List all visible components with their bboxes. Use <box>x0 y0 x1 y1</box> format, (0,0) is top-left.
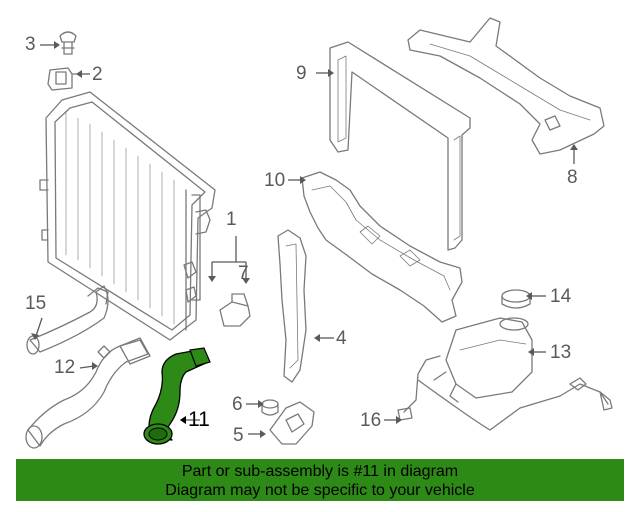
callout-12: 12 <box>54 357 76 378</box>
callout-10: 10 <box>264 170 286 191</box>
coolant-hose-part-11 <box>143 347 211 445</box>
callout-8: 8 <box>567 167 578 188</box>
callout-5: 5 <box>233 425 244 446</box>
banner-line-1: Part or sub-assembly is #11 in diagram <box>181 463 459 480</box>
level-sensor-harness <box>397 355 613 431</box>
callout-7: 7 <box>238 263 249 284</box>
radiator-plug <box>47 67 81 91</box>
side-air-deflector <box>277 229 307 383</box>
lower-hose <box>25 337 151 449</box>
bleed-screw <box>59 31 77 55</box>
part-notice-banner: Part or sub-assembly is #11 in diagram D… <box>16 459 624 501</box>
callout-6: 6 <box>232 394 243 415</box>
radiator-assembly-diagram <box>25 17 613 449</box>
callout-9: 9 <box>296 63 307 84</box>
callout-3: 3 <box>25 34 36 55</box>
callout-15: 15 <box>25 293 47 314</box>
callout-1: 1 <box>226 209 237 230</box>
callout-2: 2 <box>92 64 103 85</box>
temperature-sensor <box>219 293 251 327</box>
callout-14: 14 <box>550 286 572 307</box>
callout-4: 4 <box>336 328 347 349</box>
fan-shroud-frame <box>329 41 471 251</box>
banner-line-2: Diagram may not be specific to your vehi… <box>165 482 475 499</box>
callout-11: 11 <box>188 408 210 431</box>
expansion-tank <box>433 317 533 403</box>
callout-13: 13 <box>550 342 572 363</box>
air-duct <box>301 171 463 323</box>
upper-support-bracket <box>407 17 605 155</box>
grommet <box>261 399 279 416</box>
radiator-core <box>39 91 216 341</box>
callout-16: 16 <box>360 410 382 431</box>
mounting-bracket <box>269 401 315 445</box>
reservoir-cap <box>501 289 531 309</box>
